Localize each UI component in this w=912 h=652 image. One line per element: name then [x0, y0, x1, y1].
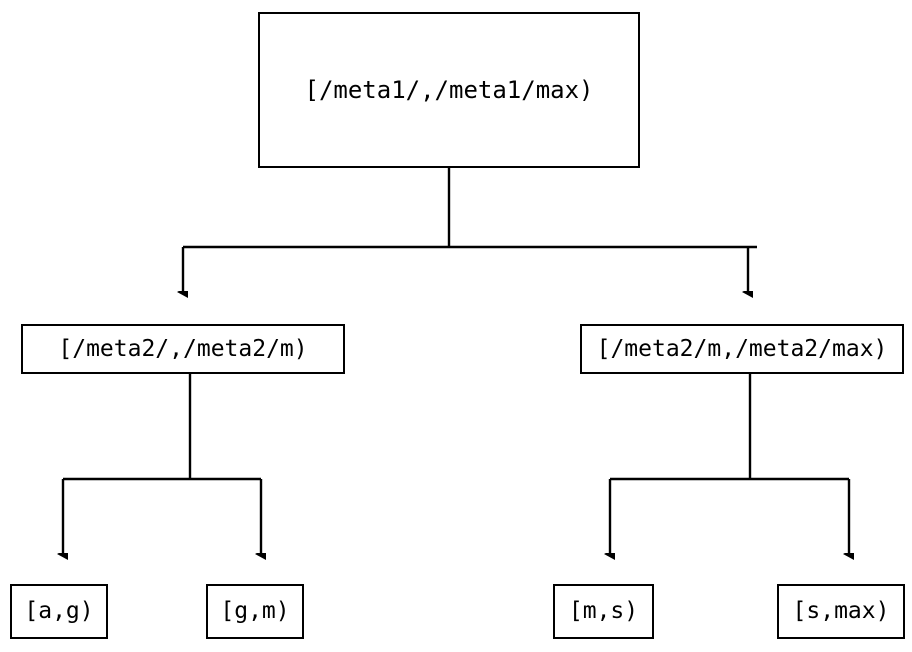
node-leaf-4-label: [s,max) — [792, 598, 890, 624]
node-mid-right-label: [/meta2/m,/meta2/max) — [596, 335, 888, 362]
node-leaf-3-label: [m,s) — [568, 598, 639, 624]
edge-midright-to-leaf-3 — [610, 374, 849, 554]
node-leaf-1-label: [a,g) — [24, 598, 94, 624]
node-leaf-2[interactable]: [g,m) — [206, 584, 304, 639]
node-leaf-4[interactable]: [s,max) — [777, 584, 905, 639]
node-mid-right[interactable]: [/meta2/m,/meta2/max) — [580, 324, 904, 374]
node-leaf-3[interactable]: [m,s) — [553, 584, 654, 639]
node-leaf-1[interactable]: [a,g) — [10, 584, 108, 639]
edge-root-to-mid-left — [183, 168, 757, 292]
node-root-label: [/meta1/,/meta1/max) — [304, 76, 594, 104]
node-root[interactable]: [/meta1/,/meta1/max) — [258, 12, 640, 168]
node-mid-left-label: [/meta2/,/meta2/m) — [58, 335, 308, 362]
node-mid-left[interactable]: [/meta2/,/meta2/m) — [21, 324, 345, 374]
node-leaf-2-label: [g,m) — [220, 598, 290, 624]
edge-midleft-to-leaf-1 — [63, 374, 261, 554]
